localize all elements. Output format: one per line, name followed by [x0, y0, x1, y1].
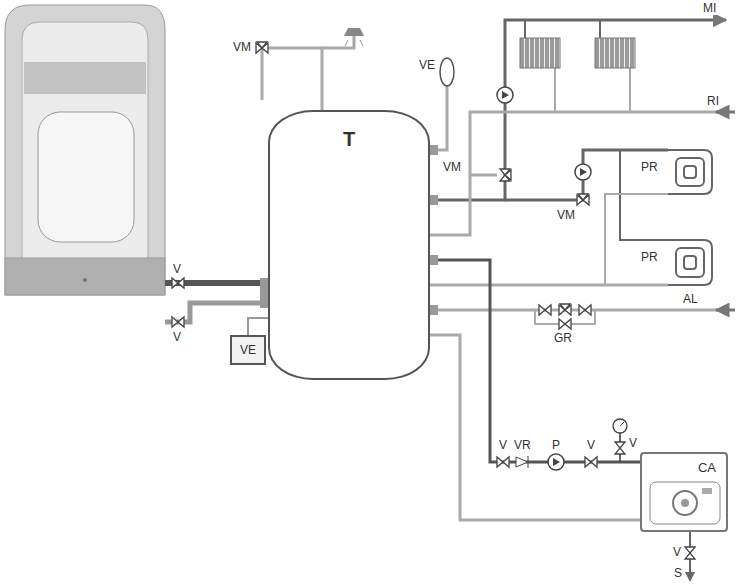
boiler: CA [640, 452, 728, 532]
expansion-tank: VE [230, 335, 266, 365]
part-label: AL [682, 292, 699, 306]
boiler-detail [650, 482, 720, 524]
pump [575, 164, 591, 180]
part-label: S [673, 566, 683, 580]
return-arrow [716, 111, 735, 114]
part-label: MI [702, 1, 717, 15]
pipe-connector [248, 318, 268, 335]
part-label: GR [553, 331, 573, 345]
dhw-line [262, 36, 354, 111]
mixing-valve [256, 42, 268, 53]
part-label: P [551, 438, 561, 452]
shower-head [344, 28, 364, 47]
part-label: RI [706, 94, 720, 108]
part-label: V [672, 545, 682, 559]
part-label: VM [442, 160, 462, 174]
valve [585, 457, 597, 467]
part-label: VM [556, 208, 576, 222]
heating-circuit [430, 20, 728, 324]
stove-pipes [165, 283, 268, 322]
part-label: PR [640, 250, 659, 264]
mixing-valve [500, 169, 511, 181]
node-label: T [270, 128, 428, 151]
part-label: VR [513, 438, 532, 452]
node-label: VE [232, 343, 264, 357]
radiator [595, 38, 635, 68]
valve [497, 457, 509, 467]
storage-tank: T [268, 110, 430, 380]
part-label: V [628, 436, 638, 450]
node-label: CA [642, 460, 716, 475]
pellet-stove [5, 5, 165, 295]
valve [615, 442, 625, 454]
valve [172, 317, 184, 327]
part-label: V [498, 438, 508, 452]
pipe-connector [430, 335, 640, 520]
feed-arrow [716, 309, 735, 312]
valve [685, 547, 695, 559]
filling-group [539, 304, 591, 329]
expansion-line [430, 86, 447, 150]
mixing-valve [577, 194, 589, 205]
radiator [520, 38, 560, 68]
expansion-vessel [440, 58, 454, 86]
pump [497, 87, 513, 103]
pressure-gauge [613, 419, 627, 433]
part-label: V [172, 262, 182, 276]
part-label: VM [232, 40, 252, 54]
check-valve [516, 456, 528, 468]
floor-coil [668, 150, 712, 285]
pump [548, 454, 564, 470]
part-label: PR [640, 160, 659, 174]
valve [172, 278, 184, 288]
drain-outlet [685, 572, 695, 582]
part-label: V [586, 438, 596, 452]
part-label: VE [418, 58, 436, 72]
part-label: V [172, 330, 182, 344]
